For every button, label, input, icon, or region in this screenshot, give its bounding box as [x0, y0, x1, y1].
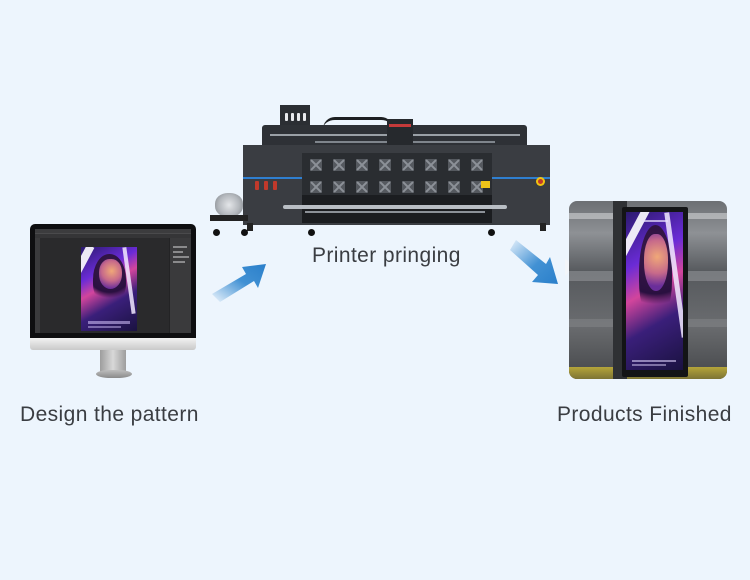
dryer-fan-icon	[448, 181, 460, 193]
photoshop-options-bar	[35, 234, 191, 238]
caption-print: Printer pringing	[312, 244, 461, 267]
dryer-fan-icon	[471, 181, 483, 193]
monitor-chin	[30, 338, 196, 350]
valve-knob	[255, 181, 259, 190]
dryer-fan-icon	[448, 159, 460, 171]
model-face	[644, 234, 669, 291]
dryer-fan-icon	[310, 159, 322, 171]
dryer-fan-panel	[302, 153, 492, 195]
dryer-fan-icon	[310, 181, 322, 193]
valve-knob	[273, 181, 277, 190]
lightbox-frame	[622, 207, 688, 377]
air-blower	[215, 193, 243, 217]
dryer-fan-icon	[356, 181, 368, 193]
ink-cartridge-box	[280, 105, 310, 127]
photoshop-screen	[35, 229, 191, 333]
dryer-fan-icon	[402, 181, 414, 193]
dryer-fan-icon	[379, 159, 391, 171]
poster-artwork	[81, 247, 137, 331]
dryer-fan-icon	[379, 181, 391, 193]
dryer-fan-icon	[333, 181, 345, 193]
arrow-up-right-icon	[212, 264, 266, 302]
caption-design: Design the pattern	[20, 403, 199, 426]
monitor-stand-neck	[100, 350, 126, 372]
dryer-fan-icon	[333, 159, 345, 171]
dryer-fan-icon	[425, 181, 437, 193]
monitor-illustration	[30, 224, 196, 380]
dryer-fan-icon	[471, 159, 483, 171]
monitor-bezel	[30, 224, 196, 338]
emergency-stop-button	[536, 177, 545, 186]
dryer-fan-icon	[402, 159, 414, 171]
photoshop-menubar	[35, 229, 191, 234]
printer-illustration	[205, 95, 555, 237]
lightbox-poster	[626, 212, 683, 370]
photoshop-toolbar	[35, 238, 40, 333]
caption-finish: Products Finished	[557, 403, 732, 426]
finished-lightbox-photo	[569, 201, 727, 379]
dryer-fan-icon	[356, 159, 368, 171]
monitor-stand-foot	[96, 370, 132, 378]
warning-label	[481, 181, 490, 188]
arrow-down-right-icon	[510, 240, 558, 284]
valve-knob	[264, 181, 268, 190]
media-roller	[283, 205, 507, 209]
model-face	[98, 258, 123, 289]
photoshop-panels	[169, 238, 191, 333]
dryer-fan-icon	[425, 159, 437, 171]
